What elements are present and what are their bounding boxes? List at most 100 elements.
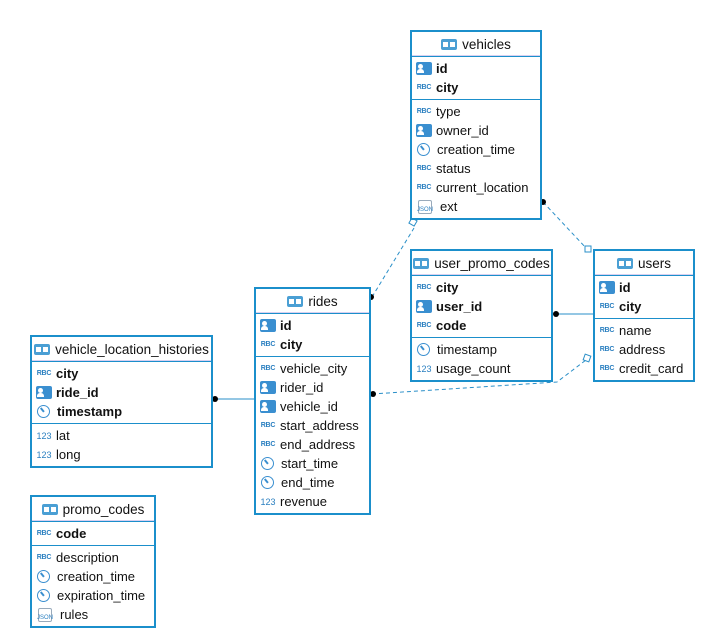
column-name: long [56,447,81,462]
column-row[interactable]: rider_id [260,378,369,397]
column-name: rider_id [280,380,324,395]
rel-rides-users [371,359,587,395]
time-type-icon [37,589,50,602]
column-name: id [436,61,448,76]
column-name: city [280,337,303,352]
num-type-icon: 123 [36,430,52,441]
json-type-icon: JSON [417,199,433,214]
key-type-icon [260,400,276,413]
table-header[interactable]: vehicles [412,32,540,57]
abc-type-icon: RBC [599,303,615,310]
column-row[interactable]: RBC city [260,335,369,354]
table-header[interactable]: rides [256,289,369,314]
column-row[interactable]: ride_id [36,383,211,402]
column-row[interactable]: id [599,278,693,297]
rel-vehicles-users [542,201,588,250]
num-type-icon: 123 [416,363,432,374]
abc-type-icon: RBC [260,441,276,448]
abc-type-icon: RBC [260,422,276,429]
key-type-icon [260,381,276,394]
column-name: credit_card [619,361,684,376]
abc-type-icon: RBC [260,341,276,348]
column-name: creation_time [57,569,136,584]
column-name: vehicle_city [280,361,348,376]
table-header[interactable]: user_promo_codes [412,251,551,276]
time-type-icon [37,570,50,583]
column-row[interactable]: RBC city [599,297,693,316]
table-name: vehicles [462,36,511,52]
column-name: current_location [436,180,529,195]
table-name: promo_codes [62,501,145,517]
time-type-icon [417,143,430,156]
table-header[interactable]: vehicle_location_histories [32,337,211,362]
column-name: rules [60,607,89,622]
table-name: users [637,255,671,271]
abc-type-icon: RBC [416,284,432,291]
column-row[interactable]: vehicle_id [260,397,369,416]
column-row[interactable]: creation_time [36,567,154,586]
column-row[interactable]: RBC current_location [416,178,540,197]
column-name: city [619,299,642,314]
column-row[interactable]: start_time [260,454,369,473]
abc-type-icon: RBC [36,554,52,561]
column-row[interactable]: id [260,316,369,335]
column-row[interactable]: owner_id [416,121,540,140]
abc-type-icon: RBC [416,184,432,191]
column-name: ext [440,199,458,214]
column-row[interactable]: user_id [416,297,551,316]
table-icon [41,503,58,515]
key-type-icon [416,62,432,75]
endpoint-dot [212,396,218,402]
column-row[interactable]: 123 long [36,445,211,464]
column-name: end_time [281,475,335,490]
abc-type-icon: RBC [416,322,432,329]
abc-type-icon: RBC [599,327,615,334]
table-header[interactable]: users [595,251,693,276]
column-name: code [436,318,467,333]
table-header[interactable]: promo_codes [32,497,154,522]
column-row[interactable]: timestamp [416,340,551,359]
column-row[interactable]: JSON ext [416,197,540,216]
num-type-icon: 123 [36,449,52,460]
num-type-icon: 123 [260,496,276,507]
column-row[interactable]: timestamp [36,402,211,421]
abc-type-icon: RBC [416,165,432,172]
time-type-icon [261,476,274,489]
column-name: type [436,104,461,119]
column-name: city [436,80,459,95]
column-row[interactable]: id [416,59,540,78]
table-name: rides [308,293,338,309]
column-row[interactable]: RBC code [416,316,551,335]
column-name: timestamp [437,342,497,357]
column-row[interactable]: expiration_time [36,586,154,605]
column-row[interactable]: end_time [260,473,369,492]
column-row[interactable]: creation_time [416,140,540,159]
